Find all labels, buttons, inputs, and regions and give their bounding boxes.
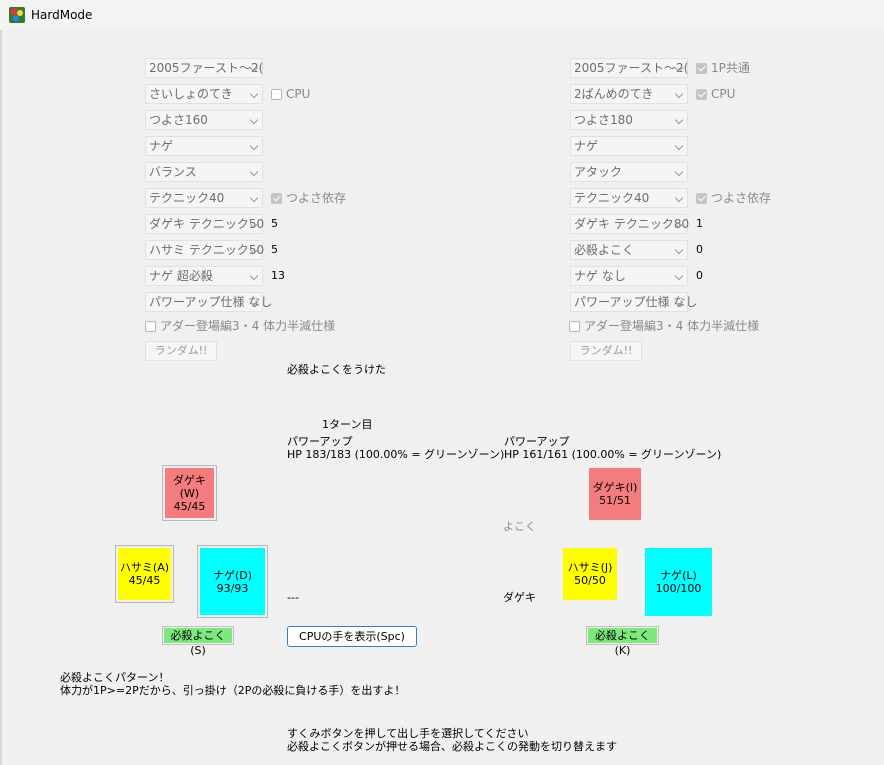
p2-nage-button[interactable]: ナゲ(L) 100/100	[645, 548, 712, 616]
p1-enemy-dropdown[interactable]: さいしょのてき	[145, 84, 263, 104]
chevron-down-icon	[674, 193, 684, 203]
p2-hasami-technique-dropdown[interactable]: 必殺よこく	[570, 240, 688, 260]
p1-choice: ---	[287, 591, 299, 604]
p2-random-button[interactable]: ランダム!!	[570, 341, 642, 361]
p1-hasami-button[interactable]: ハサミ(A) 45/45	[115, 545, 174, 603]
p2-special-button[interactable]: 必殺よこく(K)	[586, 626, 659, 657]
p1-series-dropdown[interactable]: 2005ファースト〜2(	[145, 58, 263, 78]
p2-hasami-value: 0	[696, 243, 703, 256]
p1-nage-special-dropdown[interactable]: ナゲ 超必殺	[145, 266, 263, 286]
p1-hasami-value: 5	[271, 243, 278, 256]
chevron-down-icon	[249, 167, 259, 177]
p2-status: パワーアップ	[504, 435, 570, 448]
chevron-down-icon	[249, 115, 259, 125]
p1-technique-dropdown[interactable]: テクニック40	[145, 188, 263, 208]
chevron-down-icon	[674, 245, 684, 255]
chevron-down-icon	[674, 141, 684, 151]
p1-strength-dropdown[interactable]: つよさ160	[145, 110, 263, 130]
chevron-down-icon	[249, 89, 259, 99]
hint-line-1: 必殺よこくパターン！	[60, 671, 170, 684]
p2-powerup-dropdown[interactable]: パワーアップ仕様 なし	[570, 292, 697, 312]
chevron-down-icon	[249, 141, 259, 151]
p2-cpu-checkbox[interactable]: CPU	[696, 86, 735, 102]
p2-series-dropdown[interactable]: 2005ファースト〜2(	[570, 58, 688, 78]
checkbox-box	[271, 89, 282, 100]
p2-yokoku-label: よこく	[503, 520, 536, 533]
p2-tsuyosa-checkbox[interactable]: つよさ依存	[696, 190, 771, 206]
chevron-down-icon	[674, 271, 684, 281]
hint-line-2: 体力が1P>=2Pだから、引っ掛け（2Pの必殺に負ける手）を出すよ！	[60, 684, 406, 697]
p1-status: パワーアップ	[287, 435, 353, 448]
window-title: HardMode	[31, 8, 93, 22]
p2-enemy-dropdown[interactable]: 2ばんめのてき	[570, 84, 688, 104]
p2-hp: HP 161/161 (100.00% = グリーンゾーン)	[504, 448, 722, 461]
p2-type-dropdown[interactable]: ナゲ	[570, 136, 688, 156]
p2-dageki-technique-dropdown[interactable]: ダゲキ テクニック80	[570, 214, 689, 234]
p2-technique-dropdown[interactable]: テクニック40	[570, 188, 688, 208]
p2-nage-value: 0	[696, 269, 703, 282]
p1-dageki-value: 5	[271, 217, 278, 230]
chevron-down-icon	[674, 115, 684, 125]
checkbox-checked-icon	[696, 193, 707, 204]
p1-hp: HP 183/183 (100.00% = グリーンゾーン)	[287, 448, 505, 461]
p2-style-dropdown[interactable]: アタック	[570, 162, 688, 182]
chevron-down-icon	[674, 167, 684, 177]
p1-hasami-technique-dropdown[interactable]: ハサミ テクニック50	[145, 240, 264, 260]
instruction-line-2: 必殺よこくボタンが押せる場合、必殺よこくの発動を切り替えます	[287, 740, 617, 753]
p2-hasami-button[interactable]: ハサミ(J) 50/50	[563, 548, 617, 600]
p1-dageki-technique-dropdown[interactable]: ダゲキ テクニック50	[145, 214, 264, 234]
turn-label: 1ターン目	[322, 418, 373, 431]
show-cpu-move-button[interactable]: CPUの手を表示(Spc)	[287, 626, 417, 647]
p2-nage-special-dropdown[interactable]: ナゲ なし	[570, 266, 688, 286]
checkbox-checked-icon	[696, 89, 707, 100]
p2-choice: ダゲキ	[503, 591, 536, 604]
p2-dageki-value: 1	[696, 217, 703, 230]
window-edge	[0, 30, 2, 765]
checkbox-box	[569, 321, 580, 332]
p1-ader-checkbox[interactable]: アダー登場編3・4 体力半減仕様	[145, 318, 335, 334]
checkbox-checked-icon	[696, 63, 707, 74]
p1-powerup-dropdown[interactable]: パワーアップ仕様 なし	[145, 292, 272, 312]
p1-cpu-checkbox[interactable]: CPU	[271, 86, 310, 102]
p1-dageki-button[interactable]: ダゲキ(W) 45/45	[162, 465, 217, 521]
p2-strength-dropdown[interactable]: つよさ180	[570, 110, 688, 130]
chevron-down-icon	[249, 193, 259, 203]
chevron-down-icon	[674, 89, 684, 99]
p1-tsuyosa-checkbox[interactable]: つよさ依存	[271, 190, 346, 206]
battle-message: 必殺よこくをうけた	[287, 363, 386, 376]
p1-type-dropdown[interactable]: ナゲ	[145, 136, 263, 156]
p2-dageki-button[interactable]: ダゲキ(I) 51/51	[589, 468, 641, 520]
p2-common-checkbox[interactable]: 1P共通	[696, 60, 750, 76]
p1-random-button[interactable]: ランダム!!	[145, 341, 217, 361]
title-bar: HardMode	[0, 0, 884, 30]
checkbox-box	[145, 321, 156, 332]
chevron-down-icon	[249, 271, 259, 281]
app-icon	[9, 7, 25, 23]
checkbox-checked-icon	[271, 193, 282, 204]
p1-special-button[interactable]: 必殺よこく(S)	[162, 626, 234, 657]
p1-style-dropdown[interactable]: バランス	[145, 162, 263, 182]
p1-nage-button[interactable]: ナゲ(D) 93/93	[197, 545, 268, 618]
instruction-line-1: すくみボタンを押して出し手を選択してください	[287, 727, 529, 740]
p2-ader-checkbox[interactable]: アダー登場編3・4 体力半減仕様	[569, 318, 759, 334]
p1-nage-value: 13	[271, 269, 285, 282]
